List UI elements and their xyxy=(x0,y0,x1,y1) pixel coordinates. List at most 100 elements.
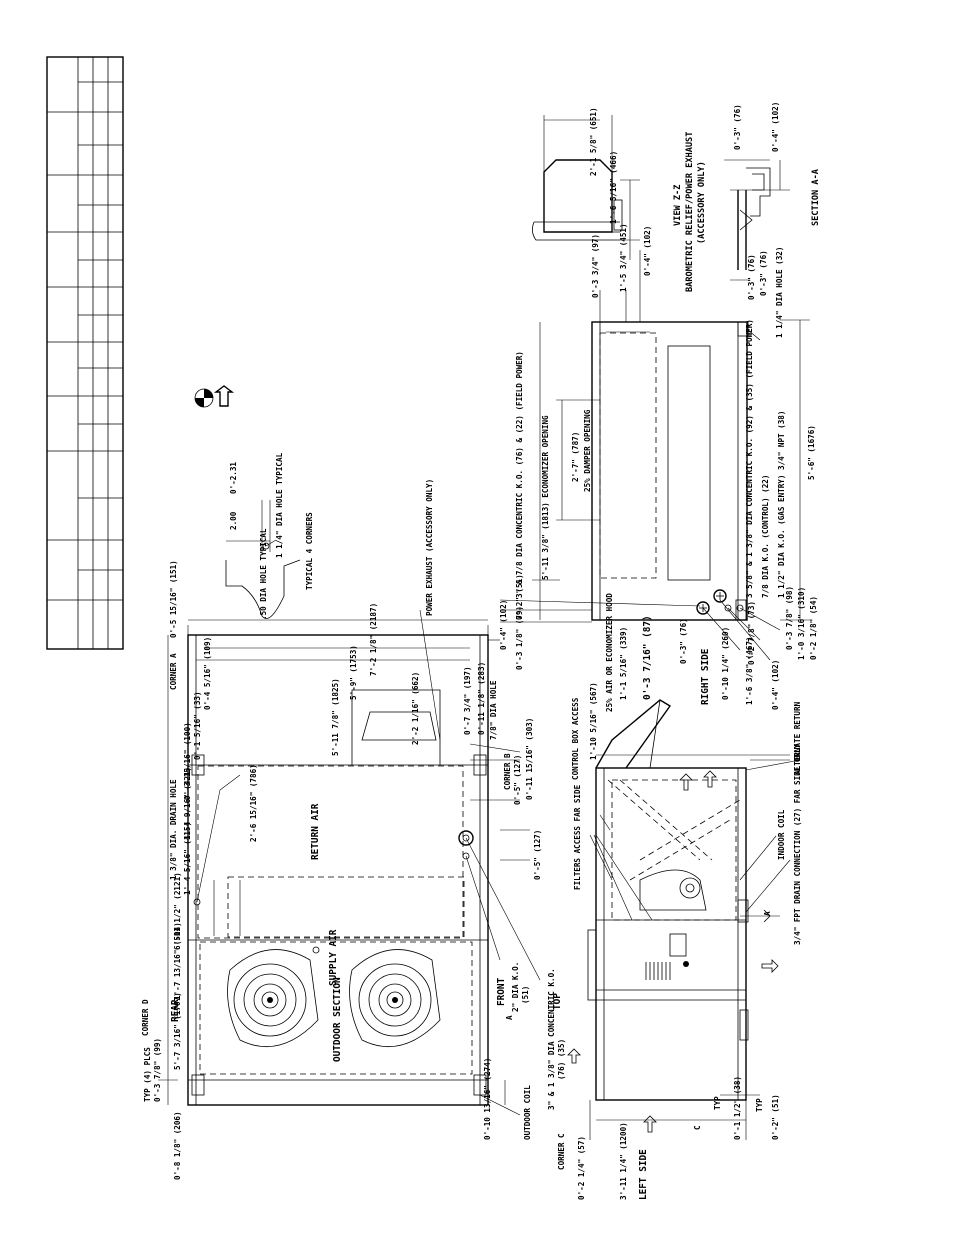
label-indoor-coil: INDOOR COIL xyxy=(777,809,786,860)
label-alternate-return: ALTERNATE RETURN xyxy=(793,701,802,775)
dim-d31: 0'-3 7/16" (87) xyxy=(642,615,653,700)
dim-d3: 5'-7 3/16" (1707) xyxy=(173,992,182,1070)
dim-76-35: (76) (35) xyxy=(557,1039,566,1080)
dim-d46: 1'-5 3/4" (451) xyxy=(619,223,628,292)
dim-d22: 0'-11 1/8" (283) xyxy=(477,662,486,735)
label-barometric: BAROMETRIC RELIEF/POWER EXHAUST xyxy=(685,132,695,292)
label-top: TOP xyxy=(552,993,563,1010)
label-dia-hole-114-typical: 1 1/4" DIA HOLE TYPICAL xyxy=(275,452,284,558)
dim-d33: 0'-10 1/4" (260) xyxy=(721,627,730,700)
label-drain-hole: 1 3/8" DIA. DRAIN HOLE xyxy=(169,779,178,880)
dim-d47: 0'-4" (102) xyxy=(643,226,652,276)
dim-d14: 0'-1 5/16" (33) xyxy=(193,691,202,760)
side-view xyxy=(567,699,801,1140)
label-dia-ko-2: 2" DIA K.O. xyxy=(511,962,520,1012)
dim-d35: 0'-4" (102) xyxy=(771,660,780,710)
dim-d13: 0'-4 5/16" (109) xyxy=(203,637,212,710)
dim-d36: 0'-2 7/8" (73) xyxy=(747,601,756,665)
label-concentric-ko-top: 3" & 7/8 DIA CONCENTRIC K.O. (76) & (22)… xyxy=(515,351,524,598)
label-control-box: CONTROL BOX ACCESS xyxy=(571,697,580,780)
label-corner-a: CORNER A xyxy=(169,653,178,690)
label-concentric-ko-field: 3 5/8" & 1 3/8" DIA CONCENTRIC K.O. (92)… xyxy=(745,319,754,598)
dim-d1: 0'-8 1/8" (206) xyxy=(173,1111,182,1180)
label-air-hood: 25% AIR OR ECONOMIZER HOOD xyxy=(605,593,614,712)
dim-d44: 5'-6" (1676) xyxy=(807,425,816,480)
condenser-fan-icon xyxy=(227,949,319,1047)
label-accessory-only: (ACCESSORY ONLY) xyxy=(697,161,707,244)
dim-d7: 1'-4 5/16" (415) xyxy=(183,822,192,895)
dim-d27: 0'-1 1/2" (38) xyxy=(733,1076,742,1140)
dim-d49: 1'-6 5/16" (466) xyxy=(609,151,618,224)
dim-d30: 1'-1 5/16" (339) xyxy=(619,627,628,700)
label-concentric-ko-3: 3" & 1 3/8" DIA CONCENTRIC K.O. xyxy=(547,968,556,1110)
dim-d50: 0'-3" (76) xyxy=(733,104,742,150)
dim-d26: 3'-11 1/4" (1200) xyxy=(619,1122,628,1200)
label-typ-plcs: TYP (4) PLCS xyxy=(143,1047,152,1102)
label-view-zz: VIEW Z-Z xyxy=(673,185,683,226)
dim-d8: 1'-4 9/16" (421) xyxy=(183,767,192,840)
dim-d11: 0'-5" (127) xyxy=(533,830,542,880)
label-typ-2: TYP xyxy=(755,1098,764,1112)
dim-d21: 0'-7 3/4" (197) xyxy=(463,666,472,735)
label-power-exhaust: POWER EXHAUST (ACCESSORY ONLY) xyxy=(425,479,434,616)
label-outdoor-section: OUTDOOR SECTION xyxy=(332,977,343,1062)
label-damper-opening: 25% DAMPER OPENING xyxy=(583,409,592,492)
title-block-table xyxy=(46,56,124,650)
dim-d19: 7'-2 1/8" (2187) xyxy=(369,603,378,676)
dim-d5: 1'-7 13/16" (504) xyxy=(173,922,182,1000)
label-drain-connection: 3/4" FPT DRAIN CONNECTION (27) FAR SIDE … xyxy=(793,743,802,945)
dim-2-00: 2.00 xyxy=(229,511,238,530)
label-ko-control: 7/8 DIA K.O. (CONTROL) (22) xyxy=(761,475,770,598)
label-corner-c: CORNER C xyxy=(557,1133,566,1170)
label-return-air: RETURN AIR xyxy=(310,803,321,860)
condenser-fan-icon xyxy=(349,949,441,1047)
label-economizer-opening: 5'-11 3/8" (1813) ECONOMIZER OPENING xyxy=(541,415,550,580)
label-outdoor-coil: OUTDOOR COIL xyxy=(523,1085,532,1140)
label-gas-entry: 1 1/2" DIA K.O. (GAS ENTRY) 3/4" NPT (38… xyxy=(777,411,786,598)
dim-d10: 0'-5" (127) xyxy=(513,755,522,805)
label-filters: FILTERS ACCESS FAR SIDE xyxy=(573,784,582,890)
dim-d18: 5'-9" (1753) xyxy=(349,645,358,700)
dim-2-31: 0'-2.31 xyxy=(229,462,238,494)
label-mark-a: A xyxy=(505,1015,514,1020)
dim-d52: 0'-3" (76) xyxy=(747,254,756,300)
section-aa xyxy=(724,159,790,281)
dim-d43: 2'-7" (787) xyxy=(571,432,580,482)
label-dia-hole-114: 1 1/4" DIA HOLE (32) xyxy=(775,247,784,338)
dim-d6: 6'-11 1/2" (2121) xyxy=(173,872,182,950)
view-zz xyxy=(532,115,640,260)
label-section-aa: SECTION A-A xyxy=(811,168,821,226)
label-supply-air: SUPPLY AIR xyxy=(328,929,339,986)
dim-d38: 1'-0 3/16" (310) xyxy=(797,587,806,660)
dim-d17: 5'-11 7/8" (1825) xyxy=(331,678,340,756)
dim-d53: 0'-3" (76) xyxy=(759,250,768,296)
label-right-side: RIGHT SIDE xyxy=(700,648,711,705)
dim-d12: 0'-11 15/16" (303) xyxy=(525,718,534,800)
label-typical-4-corners: TYPICAL 4 CORNERS xyxy=(305,512,314,590)
dim-d20: 2'-2 1/16" (662) xyxy=(411,672,420,745)
dim-d15: 0'-3 15/16" (100) xyxy=(183,722,192,800)
corner-detail xyxy=(225,500,301,619)
dim-d51: 0'-4" (102) xyxy=(771,102,780,152)
dim-d9: 2'-6 15/16" (786) xyxy=(249,764,258,842)
dim-51: (51) xyxy=(521,986,530,1004)
dim-d41: 0'-4" (102) xyxy=(499,600,508,650)
dim-d4: 0'-10 13/16" (274) xyxy=(483,1058,492,1140)
label-dia-ko-78: 7/8" DIA HOLE xyxy=(489,680,498,740)
dim-d28: 0'-2" (51) xyxy=(771,1094,780,1140)
dim-d2: 0'-3 7/8" (99) xyxy=(153,1038,162,1102)
front-view xyxy=(499,250,810,661)
dim-d34: 1'-6 3/8" (467) xyxy=(745,636,754,705)
label-a-arrow: A xyxy=(763,911,772,916)
center-of-gravity-icon xyxy=(194,385,235,408)
label-left-side: LEFT SIDE xyxy=(638,1149,649,1200)
dim-d32: 0'-3" (76) xyxy=(679,618,688,664)
dim-d45: 0'-3 3/4" (97) xyxy=(591,234,600,298)
dim-d16: 0'-5 15/16" (151) xyxy=(169,560,178,638)
label-typ-1: TYP xyxy=(713,1096,722,1110)
label-front: FRONT xyxy=(496,977,507,1006)
dim-d40: 0'-2" (51) xyxy=(515,574,524,620)
dim-d37: 0'-3 7/8" (98) xyxy=(785,586,794,650)
label-rear: REAR xyxy=(170,999,181,1022)
